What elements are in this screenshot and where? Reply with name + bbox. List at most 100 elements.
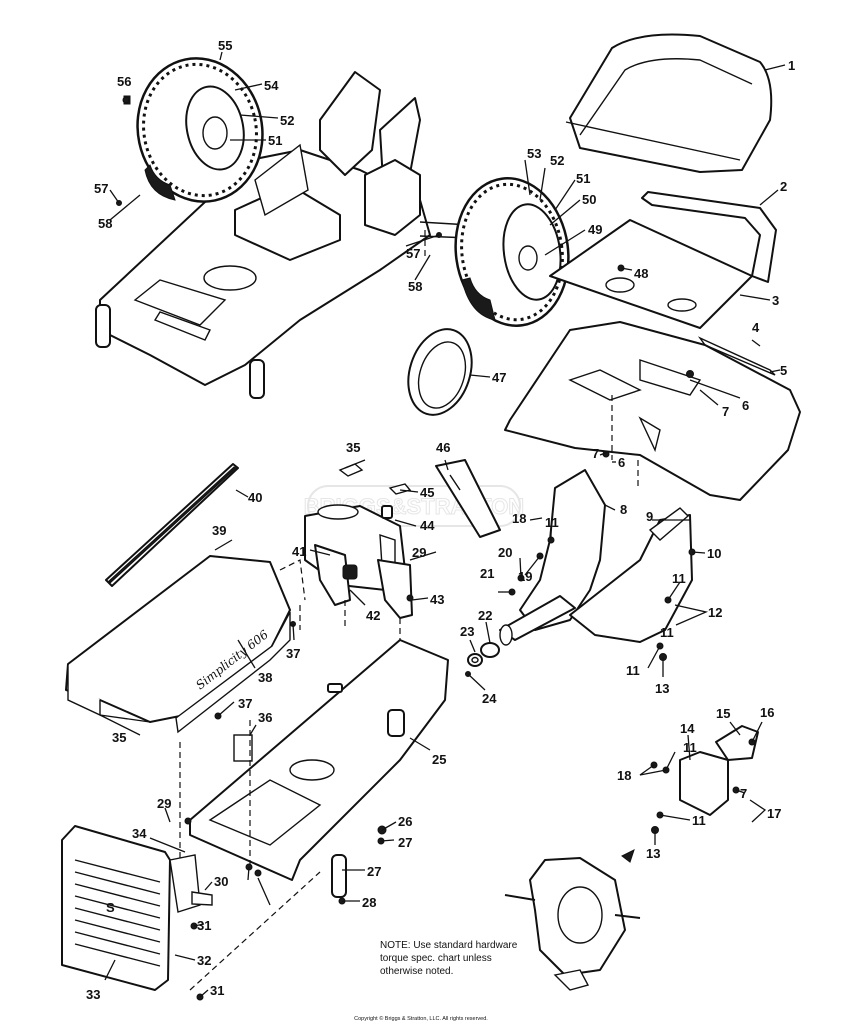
callout-22: 22 <box>478 608 492 623</box>
callout-42: 42 <box>366 608 380 623</box>
mount-bracket <box>679 725 759 816</box>
callout-33: 33 <box>86 987 100 1002</box>
headlight <box>407 328 473 416</box>
callout-46: 46 <box>436 440 450 455</box>
decals <box>338 459 501 538</box>
svg-text:S: S <box>106 900 115 915</box>
callout-11d: 11 <box>683 740 697 755</box>
right-rear-tire <box>454 177 570 327</box>
callout-13a: 13 <box>655 681 669 696</box>
callout-50: 50 <box>582 192 596 207</box>
callout-44: 44 <box>420 518 435 533</box>
callout-23: 23 <box>460 624 474 639</box>
callout-2: 2 <box>780 179 787 194</box>
alignment-lines <box>179 230 639 991</box>
callout-53: 53 <box>527 146 541 161</box>
note-line-1: NOTE: Use standard hardware <box>380 940 518 951</box>
grille: S <box>61 825 171 991</box>
callout-6b: 6 <box>618 455 625 470</box>
callout-7b: 7 <box>592 446 599 461</box>
callout-30: 30 <box>214 874 228 889</box>
callout-24: 24 <box>482 691 497 706</box>
callout-52a: 52 <box>550 153 564 168</box>
callout-3: 3 <box>772 293 779 308</box>
rear-fender <box>504 321 801 501</box>
callout-20: 20 <box>498 545 512 560</box>
seat-strip <box>697 336 776 376</box>
callout-15: 15 <box>716 706 730 721</box>
callout-32: 32 <box>197 953 211 968</box>
callout-4: 4 <box>752 320 760 335</box>
main-frame <box>189 639 449 898</box>
transmission <box>504 857 641 991</box>
callout-52b: 52 <box>280 113 294 128</box>
callout-11a: 11 <box>672 571 686 586</box>
callout-11e: 11 <box>692 813 706 828</box>
leader-lines <box>99 51 786 998</box>
callout-36: 36 <box>258 710 272 725</box>
callout-54: 54 <box>264 78 279 93</box>
callout-25: 25 <box>432 752 446 767</box>
callout-28: 28 <box>362 895 376 910</box>
callout-19: 19 <box>518 569 532 584</box>
callout-51b: 51 <box>268 133 282 148</box>
callout-8: 8 <box>620 502 627 517</box>
callout-21: 21 <box>480 566 494 581</box>
steering-support <box>499 469 606 646</box>
callout-31b: 31 <box>210 983 224 998</box>
note-line-2: torque spec. chart unless <box>380 953 492 964</box>
callout-35b: 35 <box>112 730 126 745</box>
copyright-text: Copyright © Briggs & Stratton, LLC. All … <box>354 1015 488 1022</box>
callout-40: 40 <box>248 490 262 505</box>
callout-49: 49 <box>588 222 602 237</box>
washers <box>467 642 500 667</box>
rear-frame <box>95 71 471 399</box>
callout-11f: 11 <box>545 515 559 530</box>
callout-26: 26 <box>398 814 412 829</box>
callout-11c: 11 <box>626 663 640 678</box>
left-rear-tire <box>123 57 264 203</box>
callout-41: 41 <box>292 544 306 559</box>
direction-arrow <box>621 849 635 863</box>
grille-bracket <box>169 854 213 913</box>
tank-bracket <box>314 544 413 619</box>
callout-56: 56 <box>117 74 131 89</box>
callout-37a: 37 <box>286 646 300 661</box>
pedestal <box>569 507 693 643</box>
callout-43: 43 <box>430 592 444 607</box>
callout-14: 14 <box>680 721 695 736</box>
callout-51a: 51 <box>576 171 590 186</box>
note-line-3: otherwise noted. <box>380 966 453 977</box>
callout-labels: 1 2 3 4 5 6 7 7 6 8 9 10 11 12 11 11 13 … <box>86 38 795 1002</box>
hardware-note: NOTE: Use standard hardware torque spec.… <box>380 940 518 977</box>
callout-27b: 27 <box>367 864 381 879</box>
callout-37b: 37 <box>238 696 252 711</box>
callout-9: 9 <box>646 509 653 524</box>
callout-27a: 27 <box>398 835 412 850</box>
callout-38: 38 <box>258 670 272 685</box>
callout-35a: 35 <box>346 440 360 455</box>
callout-18a: 18 <box>617 768 631 783</box>
callout-7c: 7 <box>740 786 747 801</box>
callout-18b: 18 <box>512 511 526 526</box>
callout-29b: 29 <box>157 796 171 811</box>
callout-31a: 31 <box>197 918 211 933</box>
callout-45: 45 <box>420 485 434 500</box>
seat-cushion <box>565 33 773 173</box>
callout-55: 55 <box>218 38 232 53</box>
callout-12: 12 <box>708 605 722 620</box>
callout-5: 5 <box>780 363 787 378</box>
callout-1: 1 <box>788 58 795 73</box>
callout-39: 39 <box>212 523 226 538</box>
callout-57a: 57 <box>94 181 108 196</box>
callout-58a: 58 <box>98 216 112 231</box>
callout-11b: 11 <box>660 625 674 640</box>
callout-29a: 29 <box>412 545 426 560</box>
callout-48: 48 <box>634 266 648 281</box>
hood: Simplicity 606 <box>65 555 291 734</box>
callout-17: 17 <box>767 806 781 821</box>
callout-13b: 13 <box>646 846 660 861</box>
seat-pan <box>549 191 777 329</box>
callout-7a: 7 <box>722 404 729 419</box>
